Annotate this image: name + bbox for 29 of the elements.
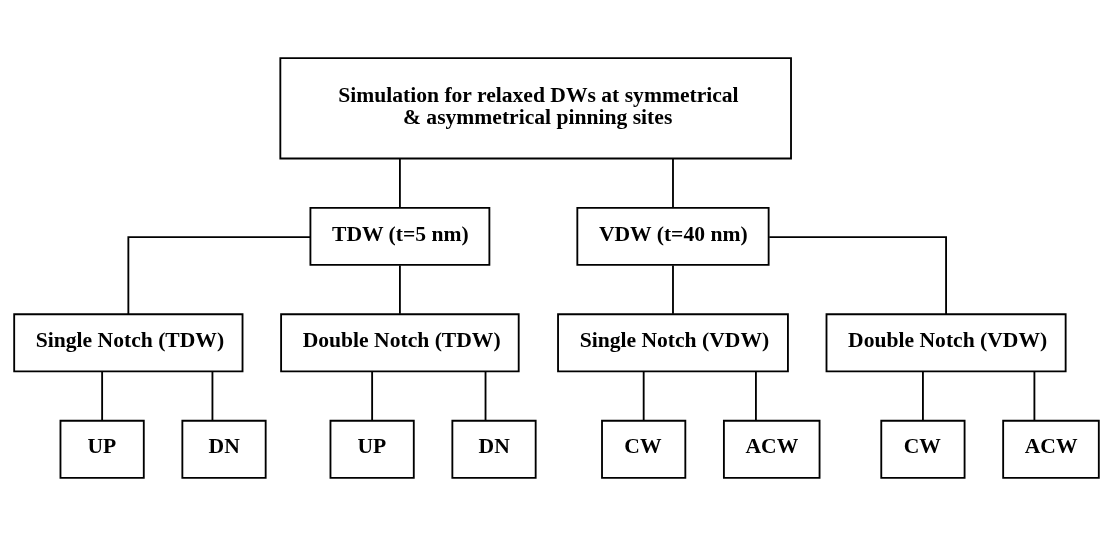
connector xyxy=(398,158,401,209)
node-box: ACW xyxy=(722,419,821,479)
connector xyxy=(672,158,674,209)
connector xyxy=(127,236,312,315)
node-box: Single Notch (VDW) xyxy=(557,313,789,373)
connector xyxy=(398,264,401,315)
node-box: CW xyxy=(601,419,687,479)
node-box: UP xyxy=(59,419,145,479)
node-box: Single Notch (TDW) xyxy=(13,313,244,373)
connector xyxy=(1033,371,1036,422)
node-box: VDW (t=40 nm) xyxy=(576,206,770,266)
connector xyxy=(922,371,924,422)
node-box: CW xyxy=(880,419,966,479)
node-box: Simulation for relaxed DWs at symmetrical & asymmetrical pinning sites xyxy=(279,57,792,160)
connector xyxy=(642,371,645,422)
connector xyxy=(211,371,214,422)
node-box: Double Notch (TDW) xyxy=(280,313,520,373)
connector xyxy=(672,264,674,315)
node-box: TDW (t=5 nm) xyxy=(309,206,491,266)
connector xyxy=(101,371,104,422)
node-box: DN xyxy=(181,419,267,479)
connector xyxy=(371,371,374,422)
node-box: DN xyxy=(451,419,537,479)
node-box: UP xyxy=(329,419,415,479)
node-box: Double Notch (VDW) xyxy=(825,313,1067,373)
connector xyxy=(484,371,487,422)
node-box: ACW xyxy=(1002,419,1100,479)
connector xyxy=(755,371,757,422)
connector xyxy=(768,236,947,315)
